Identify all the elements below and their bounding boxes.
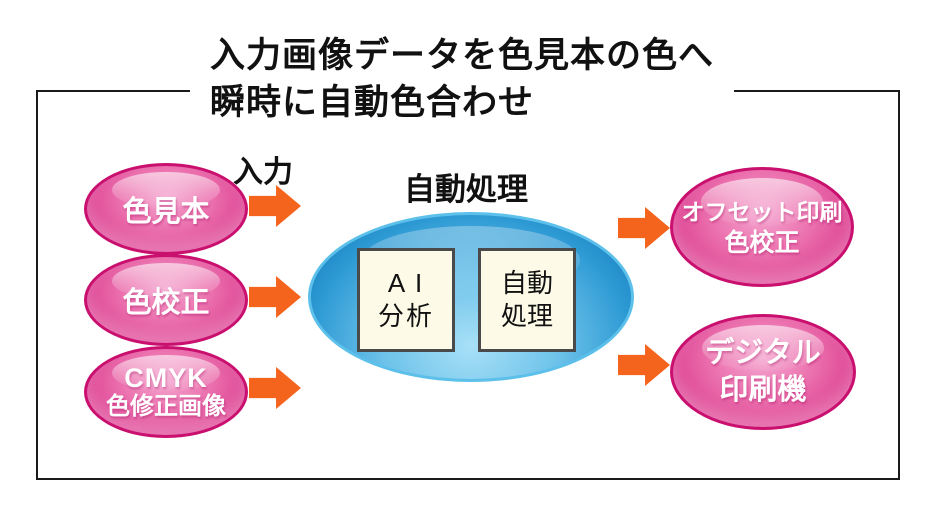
node-label-line-1: CMYK (124, 363, 208, 393)
diagram-title: 入力画像データを色見本の色へ 瞬時に自動色合わせ (190, 28, 735, 136)
step-box-ai-analysis: A I 分析 (357, 248, 455, 352)
node-label-line-2: 色修正画像 (106, 393, 226, 420)
step-box-auto-processing: 自動 処理 (478, 248, 576, 352)
title-line-2: 瞬時に自動色合わせ (210, 83, 535, 122)
node-label-line-2: 印刷機 (719, 374, 807, 406)
input-node-color-proof: 色校正 (84, 254, 248, 346)
output-node-digital-press: デジタル 印刷機 (670, 314, 856, 430)
output-node-offset-print-color-proof: オフセット印刷 色校正 (670, 167, 854, 287)
gloss-highlight (701, 177, 823, 226)
input-node-color-sample: 色見本 (84, 163, 248, 255)
gloss-highlight (701, 324, 825, 371)
gloss-highlight (112, 263, 220, 300)
step-label-line-2: 処理 (500, 301, 553, 331)
node-label-line-2: 色校正 (724, 228, 800, 257)
gloss-highlight (112, 172, 220, 209)
node-label-line-1: オフセット印刷 (681, 198, 843, 225)
gloss-highlight (112, 355, 220, 392)
input-node-cmyk-corrected-image: CMYK 色修正画像 (84, 346, 248, 438)
step-label-line-1: A I (387, 268, 425, 298)
node-label: 色校正 (122, 287, 210, 319)
process-caption: 自動処理 (404, 172, 528, 207)
step-label-line-2: 分析 (377, 301, 434, 331)
title-line-1: 入力画像データを色見本の色へ (210, 36, 715, 75)
step-label-line-1: 自動 (500, 268, 553, 298)
node-label: 色見本 (122, 196, 210, 228)
input-caption: 入力 (233, 156, 293, 189)
node-label-line-1: デジタル (705, 337, 821, 369)
